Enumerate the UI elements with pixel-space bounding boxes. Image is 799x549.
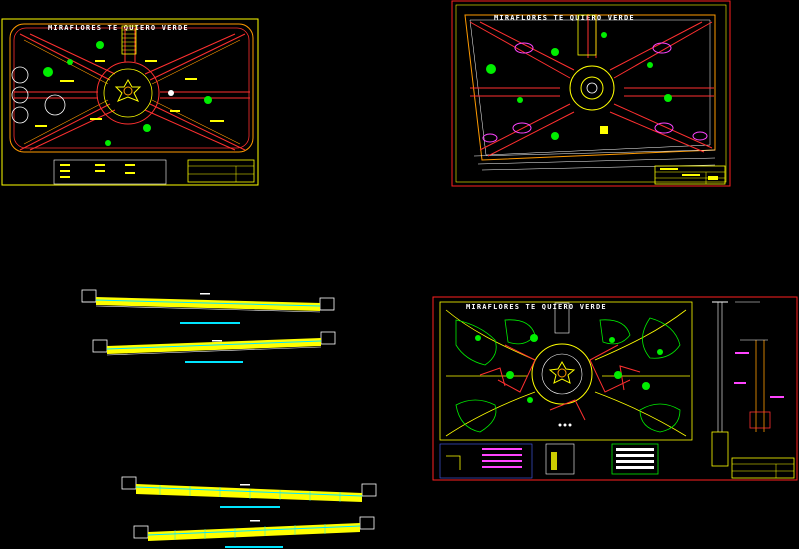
plan-c-title-block <box>731 457 795 479</box>
plan-a-frame <box>1 18 259 186</box>
plan-b-title-block <box>654 165 726 185</box>
fountain-icon <box>114 78 142 102</box>
plan-a-title: MIRAFLORES TE QUIERO VERDE <box>48 24 189 32</box>
plan-b-title: MIRAFLORES TE QUIERO VERDE <box>494 14 635 22</box>
plan-a-title-block <box>187 159 255 183</box>
tree-icon <box>43 41 212 146</box>
plan-a-legend <box>53 159 167 185</box>
tree-icon <box>486 32 672 140</box>
plan-c-column-detail <box>711 301 784 467</box>
plan-b-frame <box>451 0 731 187</box>
plan-a-plaza <box>96 61 160 125</box>
plan-c-sheet: MIRAFLORES TE QUIERO VERDE <box>432 296 798 481</box>
plan-b-sheet: MIRAFLORES TE QUIERO VERDE <box>451 0 731 187</box>
plan-a-site-border <box>9 23 254 153</box>
plan-c-plaza <box>531 343 593 405</box>
plan-c-frame <box>432 296 798 481</box>
plan-b-plaza <box>569 65 615 111</box>
tree-icon <box>475 334 663 403</box>
plan-c-title: MIRAFLORES TE QUIERO VERDE <box>466 303 607 311</box>
plan-c-legend <box>439 443 533 479</box>
section-profile <box>81 289 377 548</box>
plan-a-sheet: MIRAFLORES TE QUIERO VERDE <box>1 18 259 186</box>
